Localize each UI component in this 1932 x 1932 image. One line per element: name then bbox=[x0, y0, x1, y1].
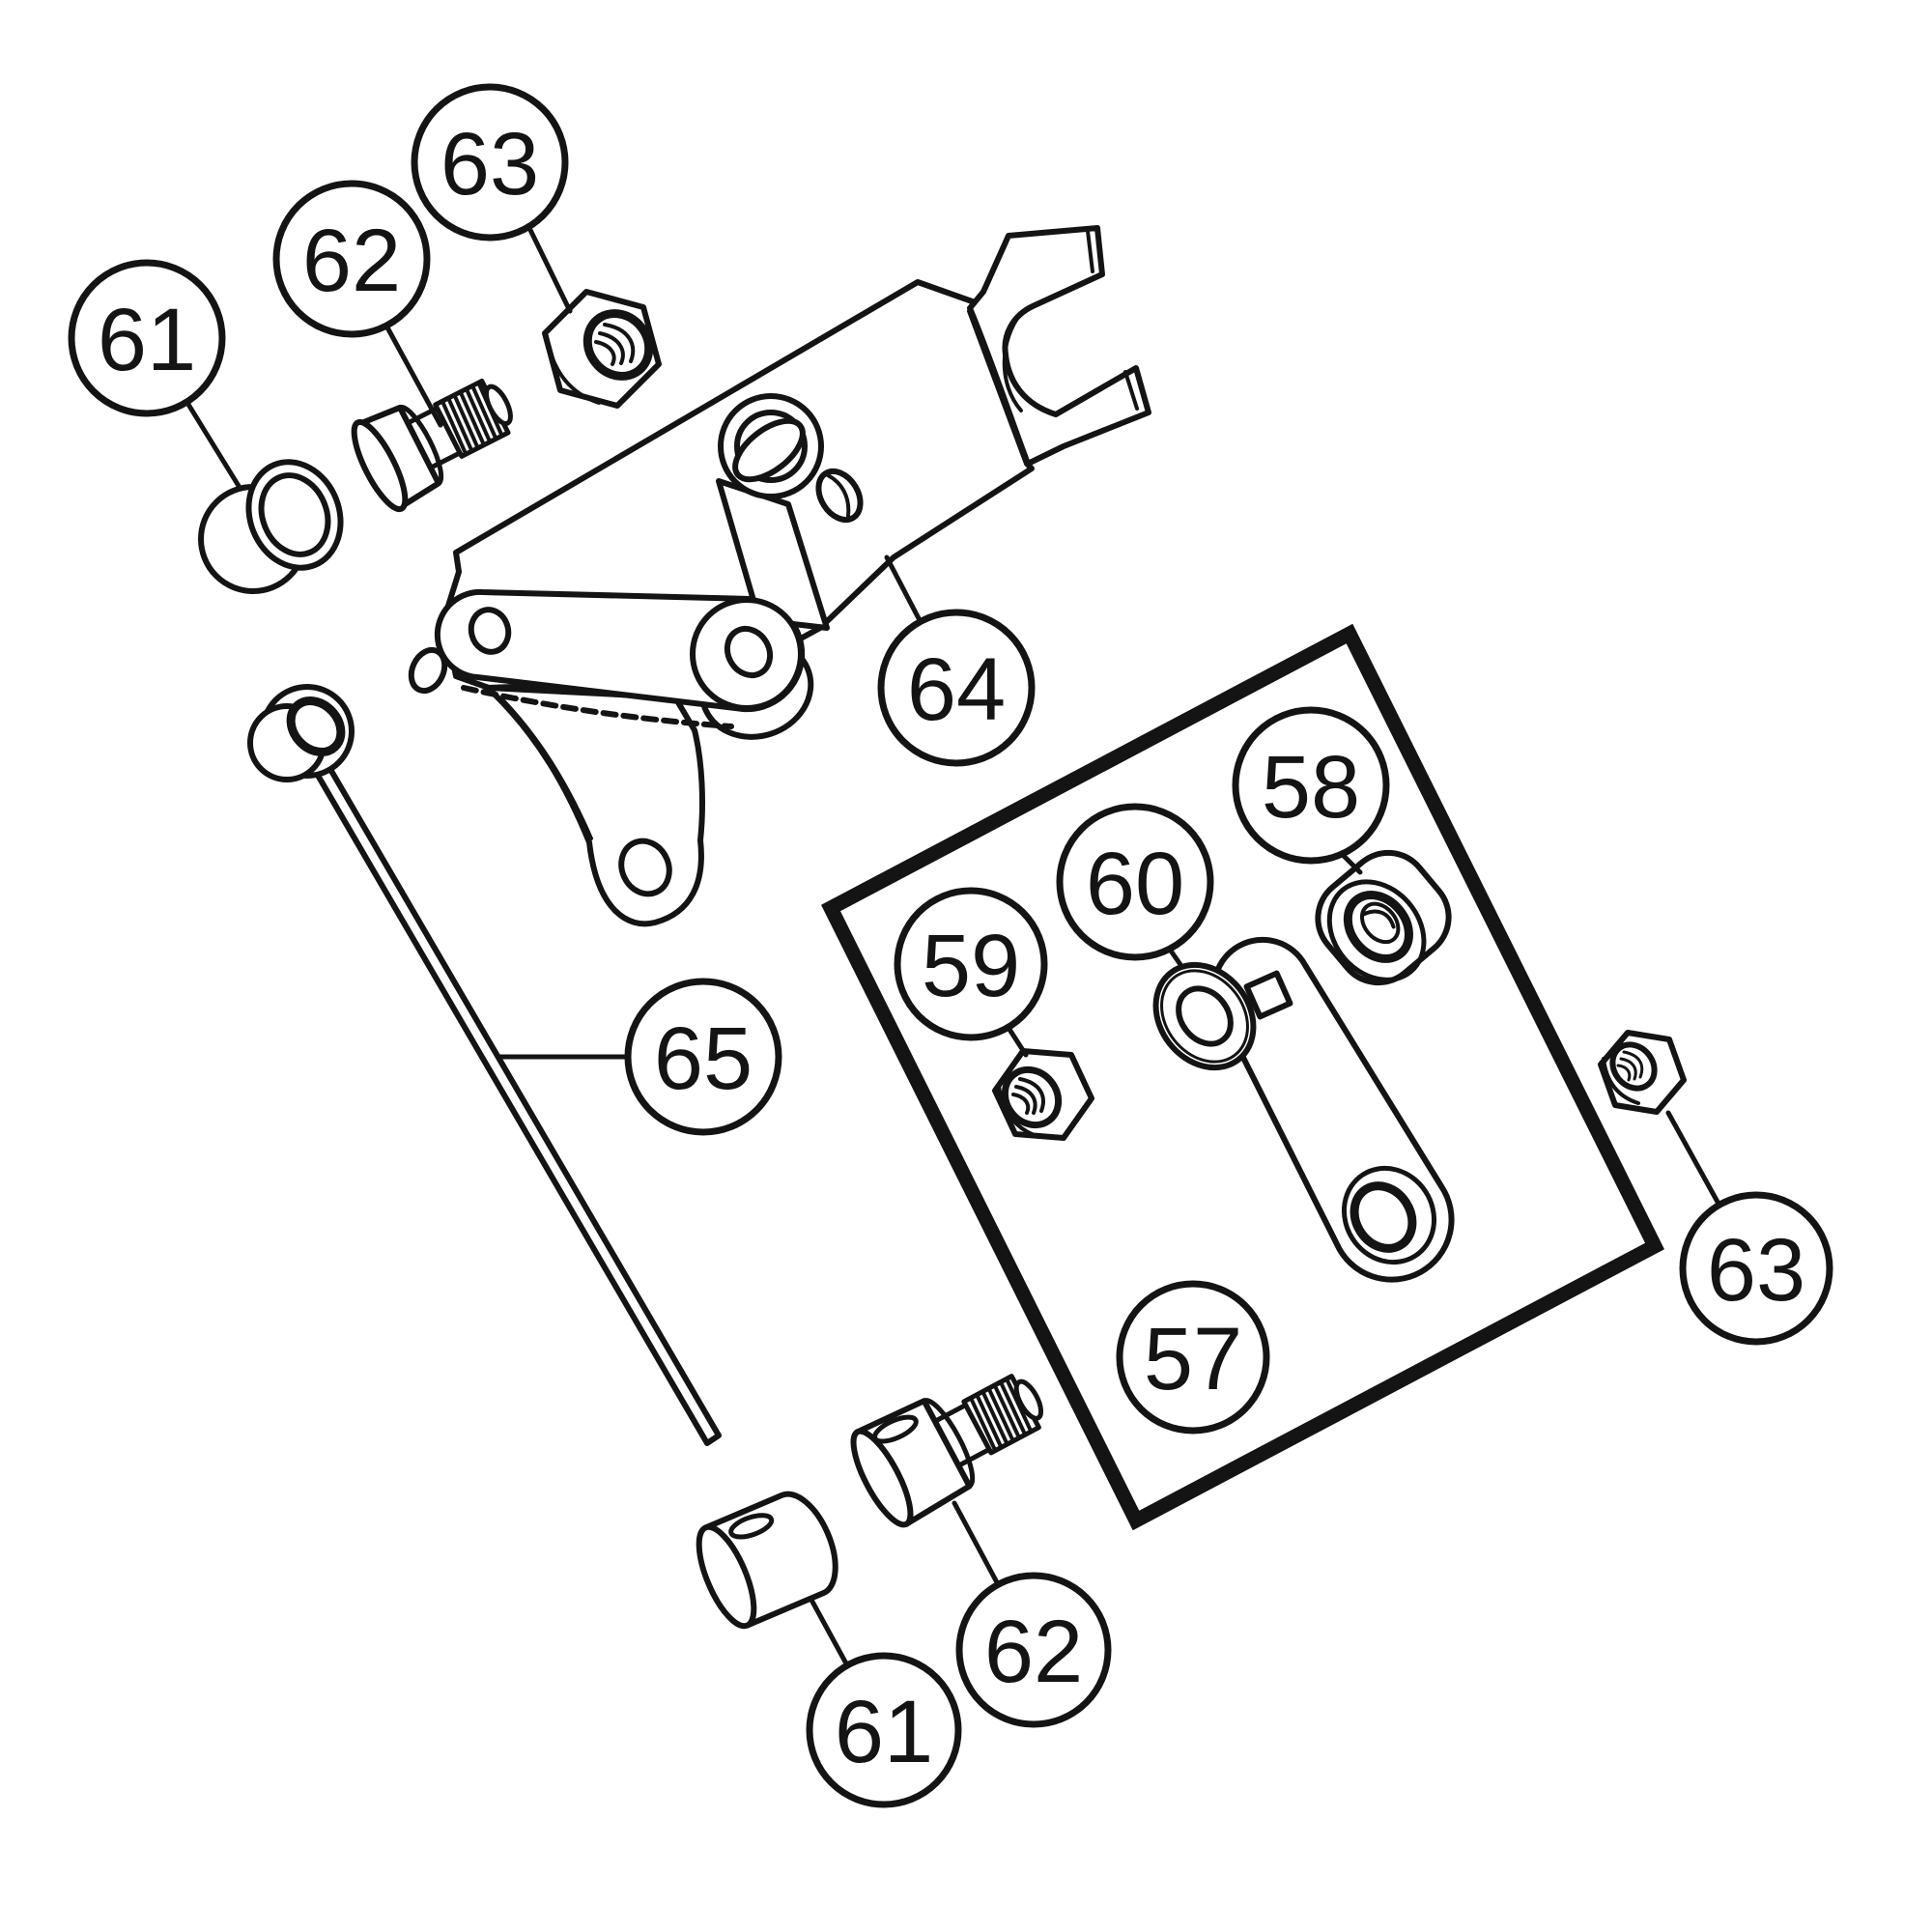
leader-61-top bbox=[185, 400, 242, 489]
bracket-arm-left-hole bbox=[468, 607, 512, 655]
leader-61-bottom bbox=[810, 1599, 850, 1668]
callout-62-top: 62 bbox=[272, 180, 431, 338]
bolt-tip bbox=[1013, 1378, 1044, 1421]
callout-label: 62 bbox=[302, 212, 401, 310]
nut-flange-arc bbox=[997, 1084, 1041, 1139]
callout-label: 63 bbox=[1707, 1221, 1805, 1320]
callout-label: 65 bbox=[654, 1009, 753, 1108]
bolt-tip bbox=[484, 384, 513, 427]
flange-nut-63-top-part bbox=[542, 289, 662, 409]
link-57-part bbox=[1210, 936, 1455, 1283]
nut-thread-spiral bbox=[1616, 1050, 1644, 1082]
callout-balloon bbox=[624, 978, 782, 1136]
bracket-left-ear bbox=[408, 646, 448, 695]
callout-balloon bbox=[1232, 706, 1390, 865]
bracket-pivot-bore bbox=[732, 417, 806, 483]
callout-balloon bbox=[894, 887, 1048, 1041]
callout-label: 57 bbox=[1144, 1310, 1242, 1408]
nut-flange-arc bbox=[1602, 1057, 1640, 1105]
bolt-thread-lines bbox=[440, 383, 503, 455]
callout-balloon bbox=[877, 609, 1036, 767]
bushing-58-part bbox=[1315, 849, 1452, 986]
callout-label: 59 bbox=[922, 917, 1020, 1015]
callout-balloon bbox=[1116, 1280, 1270, 1435]
bracket-pivot-ring bbox=[734, 410, 808, 483]
callout-62-bottom: 62 bbox=[955, 1572, 1112, 1728]
callout-59: 59 bbox=[894, 887, 1048, 1041]
inset-box bbox=[821, 623, 1664, 1531]
callout-label: 61 bbox=[835, 1683, 933, 1781]
bolt-pin-hole bbox=[872, 1414, 919, 1444]
callout-balloon bbox=[411, 83, 569, 242]
bolt-62-bottom-part bbox=[850, 1374, 1044, 1528]
bolt-head-arc bbox=[397, 405, 444, 486]
leader-63-top bbox=[526, 225, 573, 314]
bushing-thread-arc bbox=[1360, 909, 1396, 929]
link-boss-bore bbox=[1350, 1181, 1417, 1253]
callout-57: 57 bbox=[1116, 1280, 1270, 1435]
rod-65-part bbox=[247, 684, 722, 1446]
callout-balloon bbox=[955, 1572, 1112, 1728]
bracket-fork-cap-line-lower bbox=[1123, 370, 1139, 411]
callout-63-top: 63 bbox=[411, 83, 569, 242]
callout-balloon bbox=[1679, 1191, 1833, 1346]
leader-62-top bbox=[384, 325, 443, 428]
nut-59-part bbox=[992, 1048, 1094, 1141]
bolt-62-top-part bbox=[351, 378, 513, 513]
bushing-pin-hole bbox=[728, 1513, 775, 1540]
bolt-head-arc bbox=[922, 1398, 976, 1489]
bolt-head-face bbox=[850, 1428, 914, 1528]
callout-63-right: 63 bbox=[1679, 1191, 1833, 1346]
callout-balloon bbox=[68, 259, 226, 417]
callout-65: 65 bbox=[624, 978, 782, 1136]
callout-61-top: 61 bbox=[68, 259, 226, 417]
bushing-face bbox=[696, 1523, 757, 1630]
bracket-fork-cap-line-upper bbox=[1086, 229, 1094, 273]
callout-label: 61 bbox=[98, 291, 196, 389]
bracket-lower-lobe-inner-line bbox=[500, 697, 593, 840]
bushing-thread-ring bbox=[1359, 901, 1401, 945]
leader-62-bottom bbox=[952, 1500, 1001, 1587]
callout-balloon bbox=[806, 1652, 962, 1808]
bracket-arm-end-hole bbox=[724, 625, 774, 679]
callout-balloon bbox=[272, 180, 431, 338]
bracket-fork-saddle-line bbox=[1002, 311, 1023, 412]
nut-thread-spiral bbox=[1011, 1077, 1045, 1115]
bushing-61-bottom-part bbox=[696, 1491, 838, 1630]
bracket-crescent-inner bbox=[826, 473, 851, 518]
nut-flange-arc bbox=[545, 334, 601, 405]
bolt-washer bbox=[351, 418, 409, 513]
bracket-lobe-hole bbox=[618, 838, 672, 897]
callout-label: 64 bbox=[907, 640, 1006, 739]
flange-nut-63-right-part bbox=[1598, 1030, 1687, 1115]
callout-balloon bbox=[1056, 803, 1214, 961]
rod-eye-bore bbox=[286, 696, 346, 756]
link-boss-ring bbox=[1341, 1165, 1437, 1265]
callout-label: 63 bbox=[440, 115, 539, 213]
callout-64: 64 bbox=[877, 609, 1036, 767]
bushing-61-top-part bbox=[198, 459, 344, 594]
washer-rim bbox=[1160, 969, 1249, 1064]
bushing-face-ring bbox=[1326, 879, 1427, 982]
callout-58: 58 bbox=[1232, 706, 1390, 865]
callout-61-bottom: 61 bbox=[806, 1652, 962, 1808]
nut-thread-spiral bbox=[594, 323, 636, 366]
callout-label: 60 bbox=[1086, 835, 1184, 933]
leader-64 bbox=[884, 554, 923, 625]
washer-60-part bbox=[1152, 961, 1257, 1071]
callout-60: 60 bbox=[1056, 803, 1214, 961]
bracket-assembly-64-part bbox=[408, 225, 1151, 927]
bracket-arm-bottom-shading bbox=[461, 685, 734, 729]
washer-hole bbox=[1176, 985, 1234, 1047]
link-square-hole bbox=[1243, 970, 1293, 1020]
bushing-bore bbox=[258, 472, 331, 557]
leader-63-right bbox=[1665, 1110, 1721, 1207]
callout-label: 58 bbox=[1262, 738, 1360, 837]
callout-label: 62 bbox=[984, 1603, 1083, 1701]
